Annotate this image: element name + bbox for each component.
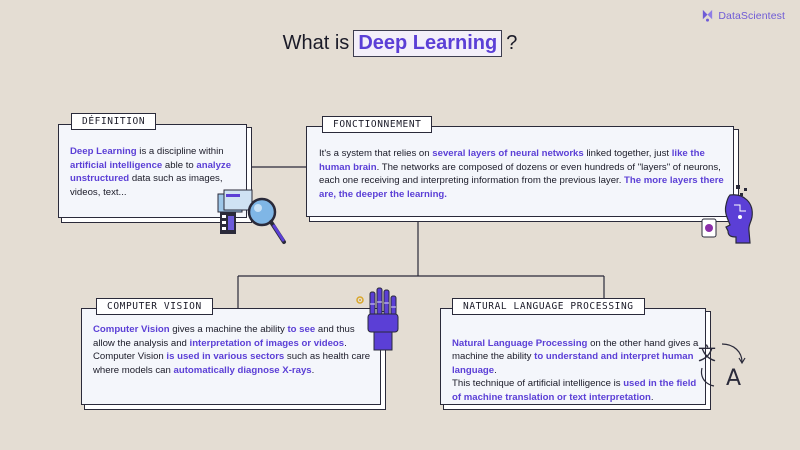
brand-name: DataScientest [718,9,785,22]
fonctionnement-text: It's a system that relies on several lay… [319,147,727,201]
nlp-part: Natural Language Processing [452,337,588,349]
definition-part: artificial intelligence [70,159,163,171]
fonctionnement-part: It's a system that relies on [319,148,433,159]
fonctionnement-part: . The networks are composed of dozens or… [319,161,721,187]
cv-part: such as health care where models can [93,351,371,376]
robot-hand-icon [356,287,399,351]
computer-vision-text: Computer Vision gives a machine the abil… [93,323,375,377]
nlp-part: used in the field of machine translation… [452,378,697,404]
definition-card: Deep Learning is a discipline within art… [58,124,247,218]
nlp-part: on the other hand gives a machine the ab… [452,337,699,363]
title-suffix: ? [506,32,518,54]
title-highlight: Deep Learning [353,30,503,57]
fonctionnement-part: The more layers there are, the deeper th… [319,175,724,200]
nlp-part: . [650,392,654,404]
nlp-part: . This technique of artificial intellige… [452,364,621,390]
computer-vision-label: COMPUTER VISION [96,298,213,315]
computer-vision-card: Computer Vision gives a machine the abil… [81,308,381,405]
cv-part: interpretation of images or videos [189,337,345,349]
cv-part: gives a machine the ability [169,324,288,335]
cv-part: to see [287,324,316,335]
definition-part: able to [162,159,197,171]
fonctionnement-card: It's a system that relies on several lay… [306,126,734,217]
fonctionnement-part: linked together, just [583,148,672,159]
title-prefix: What is [282,32,350,54]
cv-part: . Computer Vision [93,337,347,363]
fonctionnement-part: like the human brain [319,148,705,173]
definition-text: Deep Learning is a discipline within art… [70,145,242,199]
ai-head-icon [701,185,753,244]
definition-part: is a discipline within [136,146,224,157]
cv-part: and thus allow the analysis and [93,324,355,349]
definition-part: analyze unstructured [70,159,232,185]
brand-logo[interactable]: DataScientest [701,9,785,22]
nlp-part: to understand and interpret human langua… [452,351,694,376]
translate-arrows-icon [700,343,746,387]
nlp-text: Natural Language Processing on the other… [452,323,700,405]
datascientest-logo-icon [703,9,713,22]
page-title: What is Deep Learning ? [0,30,800,57]
nlp-label: NATURAL LANGUAGE PROCESSING [452,298,645,315]
definition-part: data such as images, videos, text... [70,173,223,198]
translate-target-glyph: A [726,366,742,391]
nlp-card: Natural Language Processing on the other… [440,308,706,405]
cv-part: . [311,364,315,376]
translate-source-glyph: 文 [698,344,716,365]
translate-icon: 文 A [692,338,752,394]
cv-part: Computer Vision [93,324,170,335]
definition-label: DÉFINITION [71,113,157,130]
magnifier-images-icon [217,189,286,244]
definition-part: Deep Learning [70,146,137,157]
fonctionnement-label: FONCTIONNEMENT [322,116,433,133]
cv-part: automatically diagnose X-rays [173,364,312,376]
cv-part: is used in various sectors [166,351,285,363]
fonctionnement-part: several layers of neural networks [432,148,584,159]
